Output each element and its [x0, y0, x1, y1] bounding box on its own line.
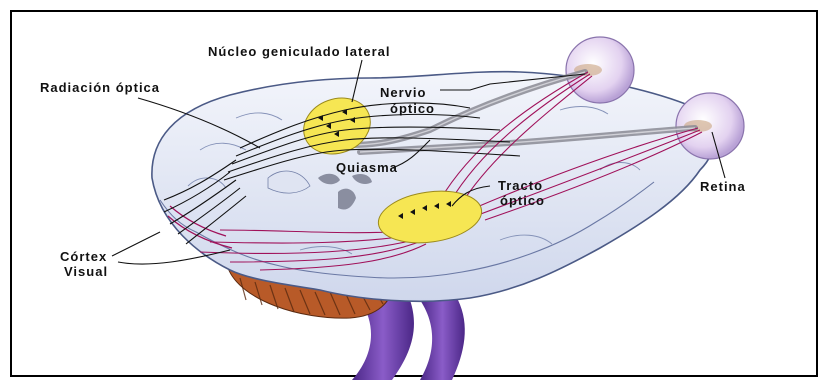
label-cortex-2: Visual: [64, 264, 108, 279]
label-nervio-2: óptico: [390, 101, 435, 116]
label-tracto-1: Tracto: [498, 178, 543, 193]
label-nucleo-geniculado: Núcleo geniculado lateral: [208, 44, 391, 59]
label-retina: Retina: [700, 179, 746, 194]
right-eye: [566, 37, 634, 103]
label-tracto-2: óptico: [500, 193, 545, 208]
label-cortex-1: Córtex: [60, 249, 107, 264]
label-nervio-1: Nervio: [380, 85, 426, 100]
label-quiasma: Quiasma: [336, 160, 398, 175]
label-radiacion-optica: Radiación óptica: [40, 80, 160, 95]
